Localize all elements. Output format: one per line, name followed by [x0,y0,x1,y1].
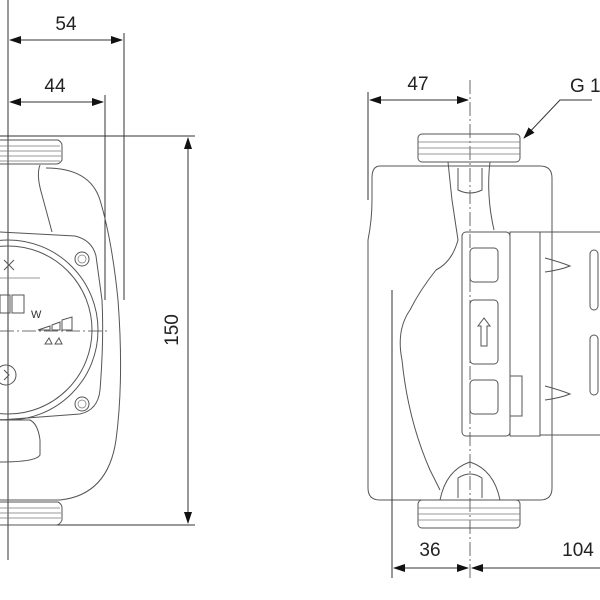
motor-ring [509,231,541,437]
motor-head [461,231,600,437]
chevron-right-icon [3,369,10,381]
cooling-fin [544,385,572,401]
screw-icon [77,399,87,409]
screw-icon [74,251,90,267]
outlet-port [439,461,501,501]
pump-housing-outline [367,165,553,501]
recess [469,379,499,415]
screw-icon [74,396,90,412]
front-view: 54 44 150 W [0,0,195,560]
brand-logo-icon [3,259,15,271]
top-threaded-fitting [417,133,521,163]
flow-direction-plate [469,299,499,365]
signal-bars-icon [37,316,73,331]
screw-icon [77,254,87,264]
pump-housing-outline [37,164,53,233]
top-threaded-fitting [0,139,63,165]
dimension-47-label: 47 [407,74,428,95]
terminal-box [0,419,41,463]
display-unit-label: W [31,309,42,321]
segment-digit [11,294,25,314]
motor-face-inner-circle [0,245,93,415]
vent-slot [589,334,599,396]
bottom-threaded-fitting [417,499,521,529]
volute-channel [399,161,459,491]
dimension-36-label: 36 [419,540,440,561]
volute-channel [488,161,495,231]
select-button [0,364,17,386]
thread-size-label: G 1 [570,76,600,97]
vent-slot [589,249,599,311]
recess [469,247,499,283]
pump-housing-outline [0,167,122,501]
side-view: 47 G 1 [367,74,600,578]
cable-connector [509,375,523,417]
dimension-104-label: 104 [562,540,594,561]
motor-body-outline [540,231,600,436]
motor-flange [0,231,104,421]
control-panel-display: W [0,259,73,386]
outlet-port [457,473,483,498]
flow-arrow-up-icon [477,317,491,347]
segment-digit [0,294,11,314]
dimension-44-label: 44 [44,76,66,97]
dimension-150-label: 150 [162,314,183,346]
cooling-fin [544,257,572,273]
motor-flange-block [461,231,511,437]
mode-icons [44,337,63,345]
bottom-threaded-fitting [0,501,63,526]
thread-leader-line [523,99,592,139]
inlet-port [457,168,483,194]
dimension-54-label: 54 [55,14,77,35]
